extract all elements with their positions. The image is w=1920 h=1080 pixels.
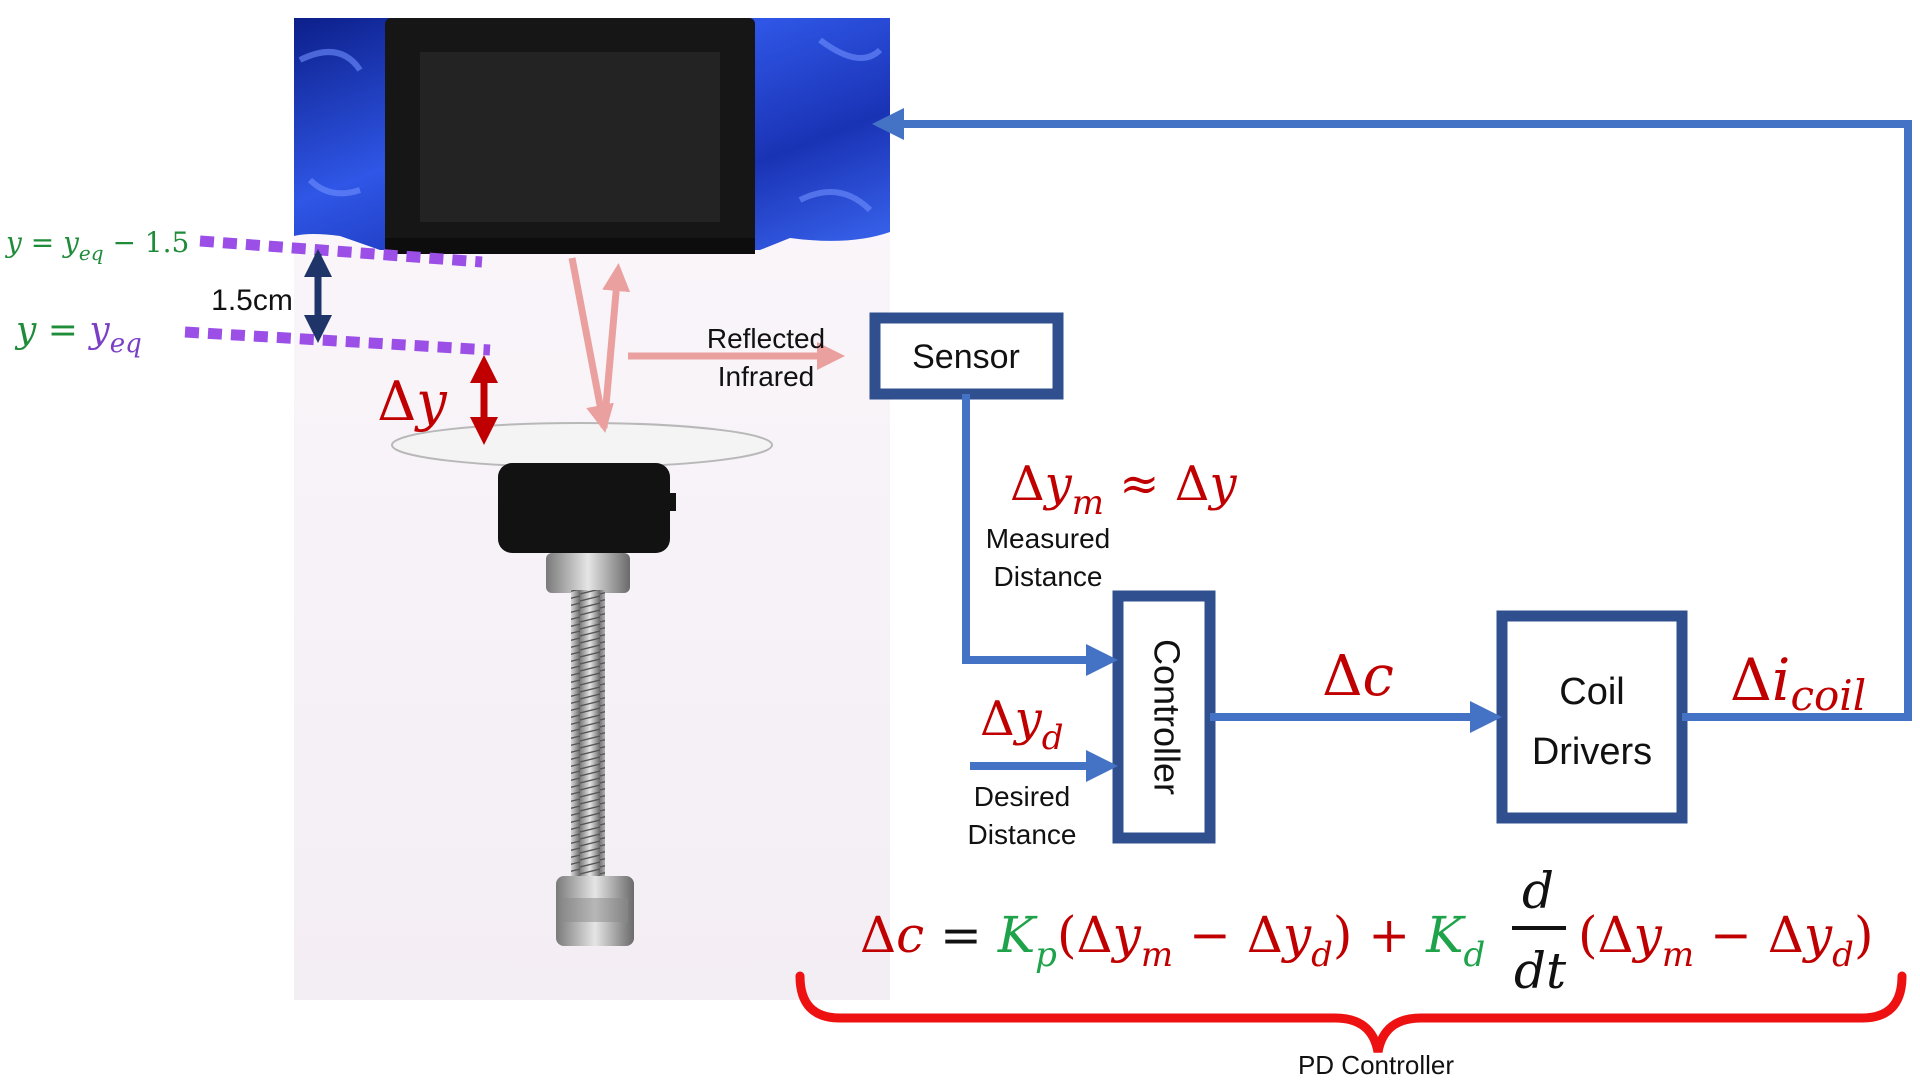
desired-line1: Desired [974,781,1070,812]
svg-text:d: d [1522,862,1554,920]
signal-paths [872,108,1912,782]
guide-line-upper [199,235,483,268]
infrared-beams [568,257,845,433]
pd-brace [795,971,1907,1053]
pd-controller-label: PD Controller [1298,1050,1454,1080]
svg-text:y = yeq: y = yeq [14,310,142,359]
svg-text:y = yeq − 1.5: y = yeq − 1.5 [4,226,189,265]
coil-label-line1: Coil [1559,671,1624,713]
controller-label: Controller [1146,639,1187,795]
floating-disc [391,422,773,468]
desired-math: Δyd [980,691,1064,758]
svg-text:Δc = Kp(Δym − Δyd) + Kd: Δc = Kp(Δym − Δyd) + Kd [860,906,1485,975]
top-nut [546,553,630,593]
svg-text:dt: dt [1514,942,1567,1000]
sensor-label: Sensor [912,338,1020,376]
guide-line-eq [184,326,491,356]
control-math: Δc [1322,644,1394,709]
coil-to-magnet [872,108,1912,721]
distance-label: 1.5cm [211,284,293,317]
measured-line1: Measured [986,523,1111,554]
current-math: Δicoil [1730,646,1866,720]
measured-math: Δym ≈ Δy [1010,456,1237,523]
pd-equation: Δc = Kp(Δym − Δyd) + Kd d dt (Δym − Δyd) [860,862,1873,1000]
y-eq-label: y = yeq [14,310,142,359]
desired-line2: Distance [968,819,1077,850]
svg-text:(Δym − Δyd): (Δym − Δyd) [1578,906,1873,975]
sensor-block [869,312,1064,400]
y-eq-minus-label: y = yeq − 1.5 [4,226,189,265]
reflected-label: Reflected [707,323,825,354]
rubber-magnet [498,463,670,553]
coil-drivers-block [1496,610,1688,824]
coil-label-line2: Drivers [1532,731,1652,773]
sensor-to-controller [962,394,1118,676]
infrared-label: Infrared [718,361,815,392]
delta-y-label: Δy [377,370,448,433]
levitation-photo [294,18,890,1000]
measured-line2: Distance [994,561,1103,592]
threaded-bolt [571,590,605,880]
